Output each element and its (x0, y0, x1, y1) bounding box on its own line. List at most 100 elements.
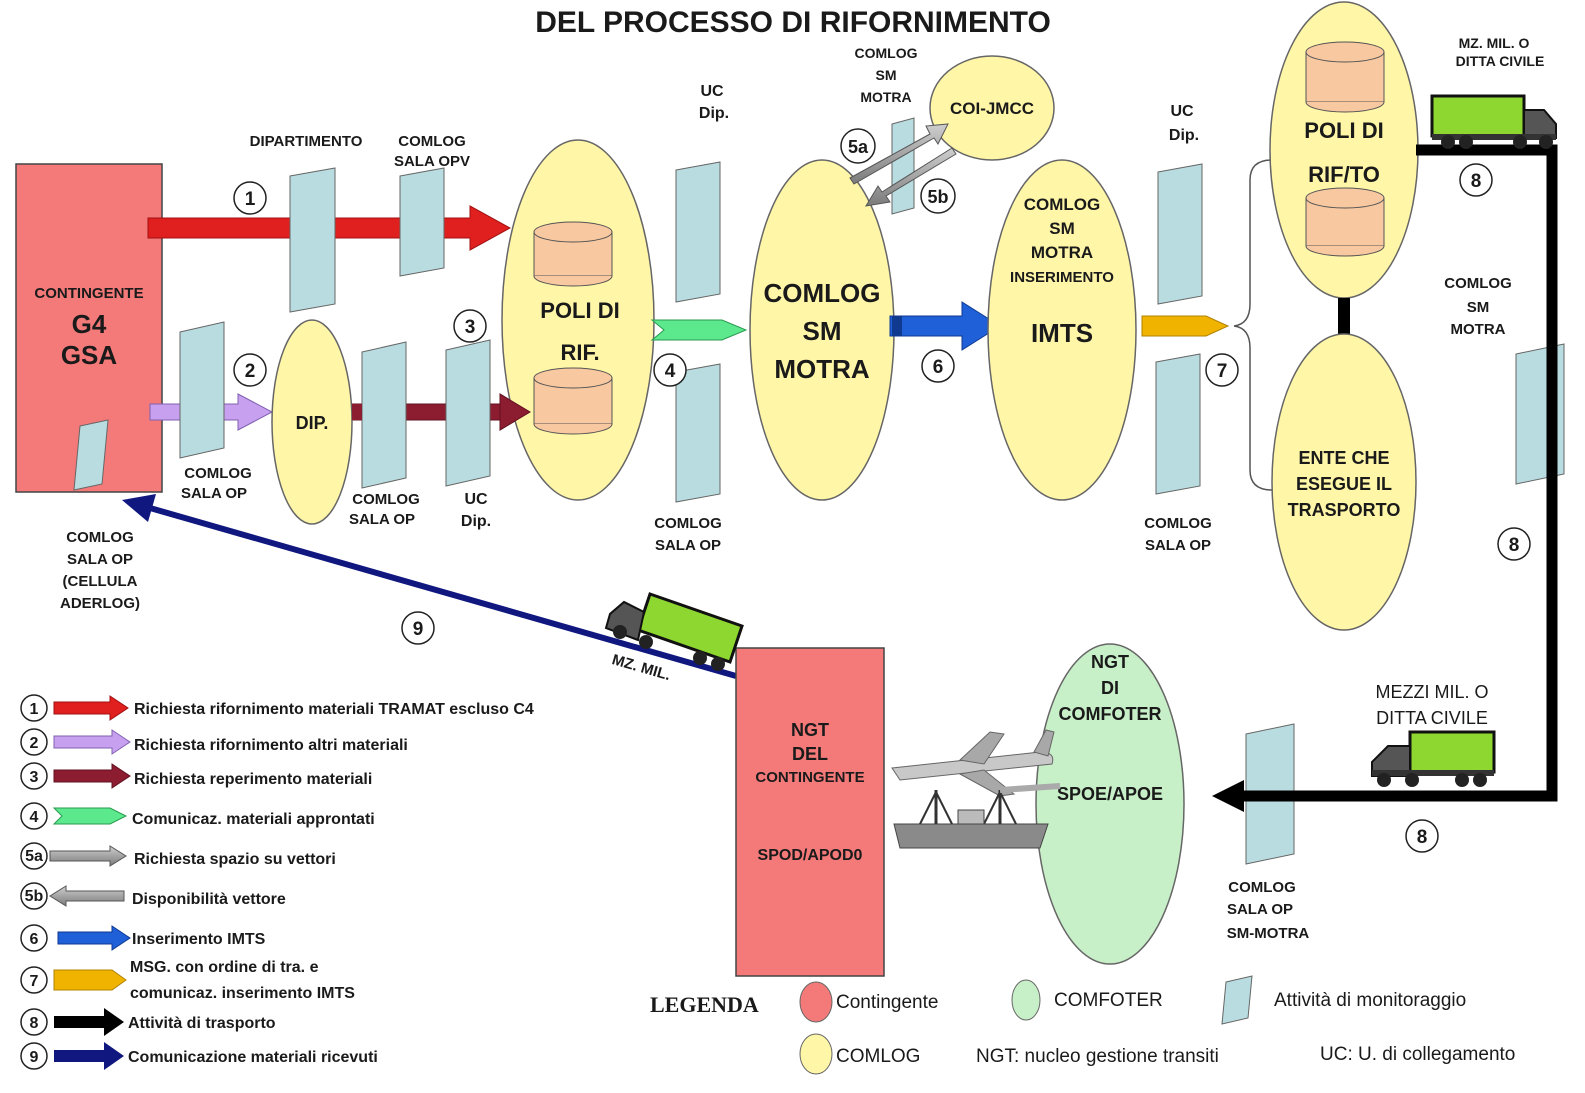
imts-label-1: COMLOG (1024, 195, 1101, 214)
imts-label-4: INSERIMENTO (1010, 269, 1114, 286)
arrow-6-blue (889, 301, 1001, 351)
ente-label-3: TRASPORTO (1288, 500, 1401, 520)
legend-swatch-comlog (799, 1033, 833, 1075)
legend-list: 1 Richiesta rifornimento materiali TRAMA… (20, 694, 534, 1070)
svg-text:8: 8 (1471, 171, 1482, 192)
label-sm-motra-right-1: COMLOG (1444, 275, 1512, 292)
poli-rifto-label-2: RIF/TO (1308, 162, 1380, 187)
legend-item-text: Richiesta reperimento materiali (134, 771, 372, 788)
step-number-9: 9 (401, 611, 435, 645)
truck-icon-middle (1371, 730, 1496, 787)
legend-item-text: Comunicazione materiali ricevuti (128, 1049, 378, 1066)
monitor-dipartimento (289, 167, 336, 313)
label-sm-motra-top-1: COMLOG (855, 45, 918, 61)
ngt-contingente-label-1: NGT (791, 720, 829, 740)
step-number-8-bottom: 8 (1405, 819, 1439, 853)
ngt-comfoter-label-3: COMFOTER (1059, 704, 1162, 724)
legend-title: LEGENDA (650, 992, 759, 1017)
legend-item-text: Attività di trasporto (128, 1015, 276, 1032)
ngt-comfoter-label-2: DI (1101, 678, 1119, 698)
monitor-sala-op-b (361, 341, 407, 489)
svg-text:5b: 5b (25, 888, 44, 905)
transport-arrowhead (1212, 780, 1244, 812)
legend-item-7: 7 MSG. con ordine di tra. e comunicaz. i… (20, 959, 355, 1002)
arrow-7-yellow (1141, 315, 1230, 337)
label-sala-op-d-2: SALA OP (1145, 537, 1211, 554)
legend-item-text: Comunicaz. materiali approntati (132, 811, 375, 828)
coi-jmcc-label: COI-JMCC (950, 99, 1034, 118)
label-uc-dip-b-1: UC (700, 83, 724, 100)
imts-label-5: IMTS (1031, 318, 1093, 348)
step-number-8-top: 8 (1459, 163, 1493, 197)
legend-item-text: Richiesta rifornimento altri materiali (134, 737, 408, 754)
svg-text:5b: 5b (927, 187, 948, 207)
ente-node: ENTE CHE ESEGUE IL TRASPORTO (1271, 333, 1417, 631)
legend-item-text-2: comunicaz. inserimento IMTS (130, 985, 355, 1002)
legend-monitoraggio: Attività di monitoraggio (1274, 990, 1466, 1011)
label-sala-op-c-2: SALA OP (655, 537, 721, 554)
svg-text:2: 2 (30, 735, 39, 752)
dip-node: DIP. (271, 319, 353, 525)
svg-text:6: 6 (30, 931, 39, 948)
step-number-5b: 5b (920, 178, 956, 214)
label-mezzi-mil-1: MEZZI MIL. O (1375, 682, 1488, 702)
legend-swatch-monitor (1221, 975, 1253, 1025)
step-number-8-right: 8 (1497, 527, 1531, 561)
step-number-5a: 5a (840, 128, 876, 164)
label-mz-mil-civile-1: MZ. MIL. O (1459, 35, 1530, 51)
monitor-parallelogram (73, 419, 109, 491)
svg-text:2: 2 (245, 361, 256, 382)
legend-item-text: Richiesta spazio su vettori (134, 851, 336, 868)
monitor-uc-dip-a (445, 339, 491, 487)
label-mezzi-mil-2: DITTA CIVILE (1376, 708, 1488, 728)
svg-text:9: 9 (30, 1049, 39, 1066)
ship-icon (893, 783, 1061, 849)
truck-icon-bottom (604, 592, 744, 671)
poli-rif-label-1: POLI DI (540, 298, 619, 323)
label-sm-motra-right-2: SM (1467, 299, 1490, 316)
diagram-title: DEL PROCESSO DI RIFORNIMENTO (535, 6, 1051, 39)
label-sm-motra-bottom-2: SALA OP (1227, 901, 1293, 918)
ngt-comfoter-node: NGT DI COMFOTER SPOE/APOE (1035, 643, 1185, 965)
comlog-sm-motra-label-2: SM (803, 316, 842, 346)
label-sm-motra-bottom-3: SM-MOTRA (1227, 925, 1310, 942)
ngt-contingente-label-4: SPOD/APOD0 (758, 847, 863, 864)
legend-item-1: 1 Richiesta rifornimento materiali TRAMA… (20, 694, 534, 722)
label-sala-op-a-1: COMLOG (184, 465, 252, 482)
svg-text:8: 8 (1509, 535, 1520, 556)
connector-bar (1338, 298, 1350, 338)
label-uc-dip-c-1: UC (1170, 103, 1194, 120)
monitor-sala-opv (399, 167, 445, 277)
legend-swatch-contingente (799, 981, 833, 1023)
legend-item-6: 6 Inserimento IMTS (20, 924, 266, 952)
contingente-label-3: GSA (61, 340, 118, 370)
ente-label-2: ESEGUE IL (1296, 474, 1392, 494)
legend-swatch-comfoter (1011, 979, 1041, 1021)
poli-rifto-label-1: POLI DI (1304, 118, 1383, 143)
imts-label-2: SM (1049, 219, 1075, 238)
arrow-5b-gray (865, 147, 957, 207)
legend-item-9: 9 Comunicazione materiali ricevuti (20, 1042, 378, 1070)
legend-comfoter: COMFOTER (1054, 990, 1163, 1011)
label-cellula-1: COMLOG (66, 529, 134, 546)
step-number-7: 7 (1205, 353, 1239, 387)
step-number-2: 2 (233, 353, 267, 387)
legend-contingente: Contingente (836, 992, 938, 1013)
svg-text:7: 7 (1217, 361, 1228, 382)
label-sm-motra-top-2: SM (876, 67, 897, 83)
plane-icon (891, 729, 1055, 797)
label-sm-motra-top-3: MOTRA (860, 89, 911, 105)
legend-item-4: 4 Comunicaz. materiali approntati (20, 802, 375, 830)
step-number-4: 4 (653, 353, 687, 387)
legend-uc-note: UC: U. di collegamento (1320, 1044, 1515, 1065)
svg-text:3: 3 (30, 769, 39, 786)
ente-label-1: ENTE CHE (1298, 448, 1389, 468)
legend-item-text: Richiesta rifornimento materiali TRAMAT … (134, 701, 534, 718)
step-number-3: 3 (453, 309, 487, 343)
svg-text:6: 6 (933, 357, 944, 378)
ngt-comfoter-label-1: NGT (1091, 652, 1129, 672)
cylinder-icon (533, 367, 613, 435)
legend-item-text: Disponibilità vettore (132, 891, 286, 908)
brace (1233, 159, 1273, 491)
step-number-6: 6 (921, 349, 955, 383)
